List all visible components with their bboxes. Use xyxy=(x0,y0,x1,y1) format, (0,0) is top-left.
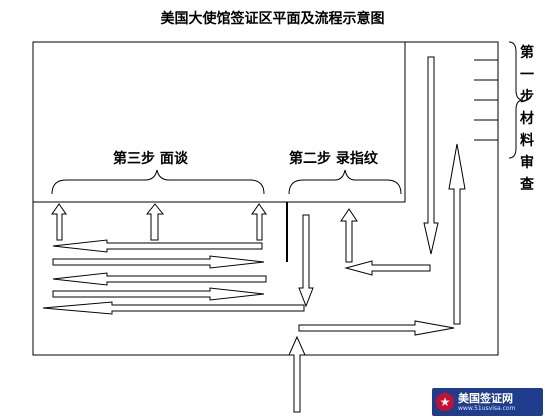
label-step2-fingerprint: 第二步 录指纹 xyxy=(289,151,378,167)
flow-arrow-right-1 xyxy=(52,255,265,269)
label-step1-char: 步 xyxy=(520,89,534,105)
entrance-arrow-up xyxy=(288,335,306,413)
interview-brace xyxy=(51,169,265,195)
logo-title: 美国签证网 xyxy=(458,391,513,405)
flow-arrow-down-center xyxy=(298,214,314,308)
logo-url: www.51usvisa.com xyxy=(458,404,516,412)
flow-arrow-left-3 xyxy=(42,301,305,315)
flow-arrow-left-1 xyxy=(52,239,263,253)
flow-arrow-up-right xyxy=(448,143,466,325)
site-logo: ★ 美国签证网 www.51usvisa.com xyxy=(432,388,543,416)
queue-arrow-up-1 xyxy=(51,203,67,241)
label-step1-char: 查 xyxy=(520,177,534,193)
fingerprint-brace xyxy=(288,169,402,195)
label-step1-char: 料 xyxy=(520,133,534,149)
document-check-brace xyxy=(508,41,524,159)
label-step1-char: 材 xyxy=(520,111,534,127)
flow-arrow-down-right xyxy=(423,56,439,255)
label-step3-interview: 第三步 面谈 xyxy=(113,151,188,167)
counter-windows xyxy=(474,59,498,141)
flow-arrow-right-bottom xyxy=(298,320,455,336)
flow-arrow-left-2 xyxy=(52,272,267,286)
label-step1-char: 第 xyxy=(520,45,534,61)
fingerprint-arrow-up xyxy=(340,208,358,263)
queue-arrow-up-2 xyxy=(145,203,165,241)
interview-room xyxy=(32,41,406,203)
flow-arrow-right-2 xyxy=(52,287,265,301)
star-icon: ★ xyxy=(436,393,454,411)
queue-arrow-up-3 xyxy=(251,203,267,241)
label-step1-char: 审 xyxy=(520,155,534,171)
label-step1-char: 一 xyxy=(520,67,534,83)
diagram-title: 美国大使馆签证区平面及流程示意图 xyxy=(160,11,385,27)
flow-arrow-left-to-fingerprint xyxy=(344,260,431,276)
label-step1-document-check: 第 一 步 材 料 审 查 xyxy=(519,42,535,196)
